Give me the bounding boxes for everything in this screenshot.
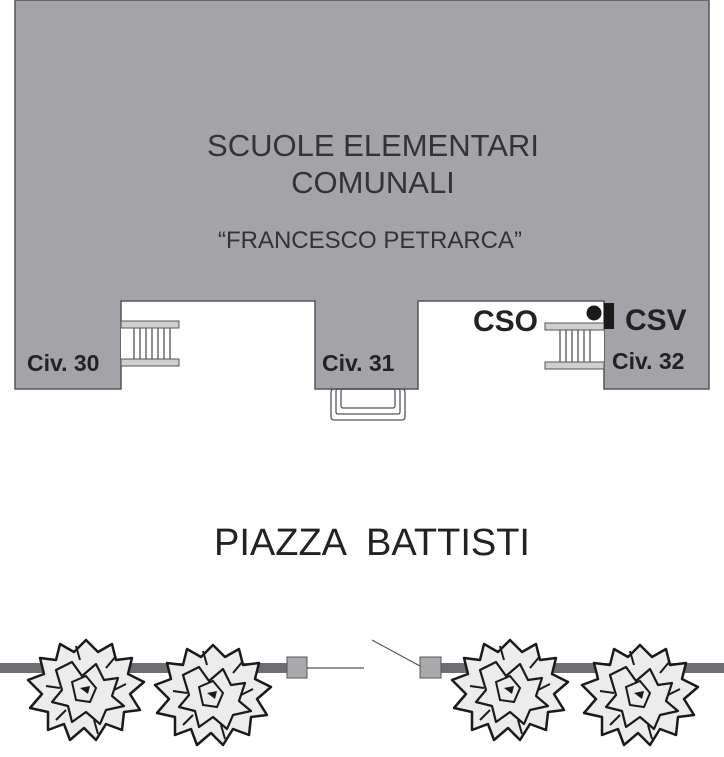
tree-icon (153, 643, 273, 747)
marker-csv-label: CSV (625, 304, 687, 337)
tree-icon (450, 638, 570, 742)
tree-icon (580, 643, 700, 747)
fence (0, 639, 724, 679)
marker-cso-label: CSO (473, 305, 538, 338)
entrance-steps-icon (544, 322, 605, 370)
building-name-line1: SCUOLE ELEMENTARI (207, 128, 539, 163)
entrance-steps-icon (120, 320, 180, 367)
marker-square-icon (604, 303, 614, 329)
gate-post-icon (419, 656, 442, 679)
square-name: PIAZZA BATTISTI (214, 522, 530, 564)
entrance-steps-icon (330, 388, 406, 421)
building-name-line2: COMUNALI (291, 165, 455, 200)
marker-dot-icon (586, 305, 602, 321)
entrance-civ-30: Civ. 30 (27, 350, 99, 376)
tree-icon (26, 638, 146, 742)
building-subtitle: “FRANCESCO PETRARCA” (218, 227, 522, 254)
entrance-civ-31: Civ. 31 (322, 350, 395, 376)
school-building (14, 0, 710, 390)
gate-post-icon (286, 656, 308, 679)
entrance-civ-32: Civ. 32 (612, 348, 684, 374)
